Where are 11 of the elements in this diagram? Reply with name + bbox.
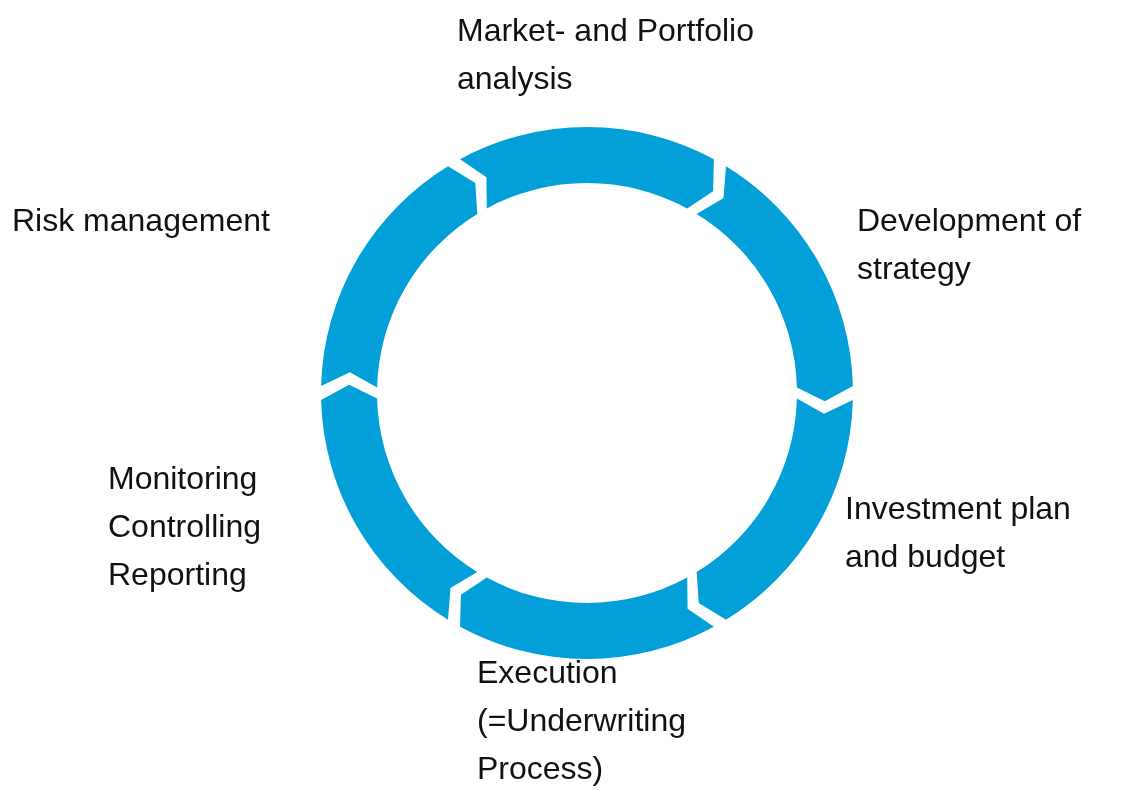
segment-label: Execution (=Underwriting Process) (477, 653, 687, 788)
ring-segment (460, 127, 714, 209)
ring-segment (321, 384, 478, 620)
segment-label: Market- and Portfolio analysis (457, 11, 755, 98)
ring-segment (321, 166, 478, 388)
ring-segment (696, 166, 853, 402)
segment-label: Development of strategy (857, 201, 1083, 288)
ring-segment (460, 577, 714, 659)
segment-label: Monitoring Controlling Reporting (108, 459, 262, 594)
segment-label: Investment plan and budget (845, 489, 1072, 576)
segment-label: Risk management (12, 201, 271, 240)
